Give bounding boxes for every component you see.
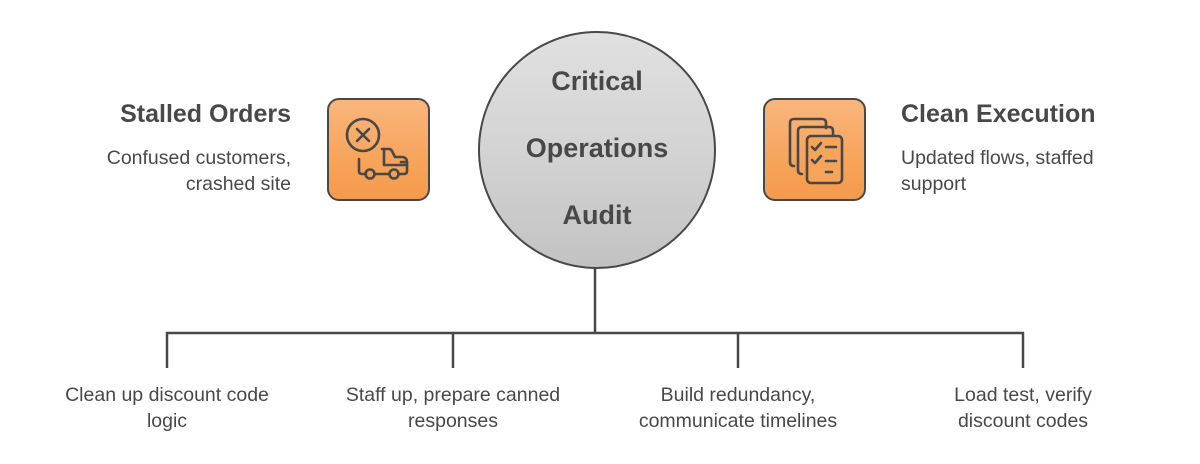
hub-title-line-3: Audit — [562, 200, 632, 231]
right-node-description: Updated flows, staffed support — [901, 145, 1141, 197]
branch-leaf-3: Build redundancy, communicate timelines — [598, 382, 878, 434]
branch-leaf-4: Load test, verify discount codes — [883, 382, 1163, 434]
left-node-description-line-2: crashed site — [185, 173, 291, 195]
right-node: Clean Execution Updated flows, staffed s… — [901, 98, 1141, 197]
right-node-description-line-2: support — [901, 173, 967, 195]
branch-leaf-3-line-2: communicate timelines — [638, 410, 838, 432]
branch-leaf-4-line-1: Load test, verify — [954, 384, 1092, 406]
stalled-orders-icon-box — [327, 98, 430, 201]
branch-leaf-3-line-1: Build redundancy, — [660, 384, 816, 406]
branch-leaf-2-line-1: Staff up, prepare canned — [345, 384, 561, 406]
left-node-title: Stalled Orders — [120, 100, 291, 128]
right-node-title: Clean Execution — [901, 100, 1096, 128]
branch-leaf-4-line-2: discount codes — [957, 410, 1089, 432]
branch-leaf-2: Staff up, prepare canned responses — [313, 382, 593, 434]
central-hub-circle: Critical Operations Audit — [478, 31, 716, 269]
left-node-description-line-1: Confused customers, — [106, 147, 291, 169]
branch-leaf-1: Clean up discount code logic — [27, 382, 307, 434]
hub-title: Critical Operations Audit — [507, 32, 687, 267]
checklist-documents-icon — [788, 117, 844, 185]
left-node-description: Confused customers, crashed site — [51, 145, 291, 197]
right-node-description-line-1: Updated flows, staffed — [901, 147, 1094, 169]
hub-title-line-1: Critical — [551, 66, 643, 97]
hub-title-line-2: Operations — [525, 133, 669, 164]
cancelled-delivery-truck-icon — [345, 117, 409, 180]
left-node: Stalled Orders Confused customers, crash… — [51, 98, 291, 197]
branch-leaf-1-line-2: logic — [146, 410, 188, 432]
clean-execution-icon-box — [763, 98, 866, 201]
branch-leaf-2-line-2: responses — [408, 410, 498, 432]
branch-leaf-1-line-1: Clean up discount code — [65, 384, 269, 406]
